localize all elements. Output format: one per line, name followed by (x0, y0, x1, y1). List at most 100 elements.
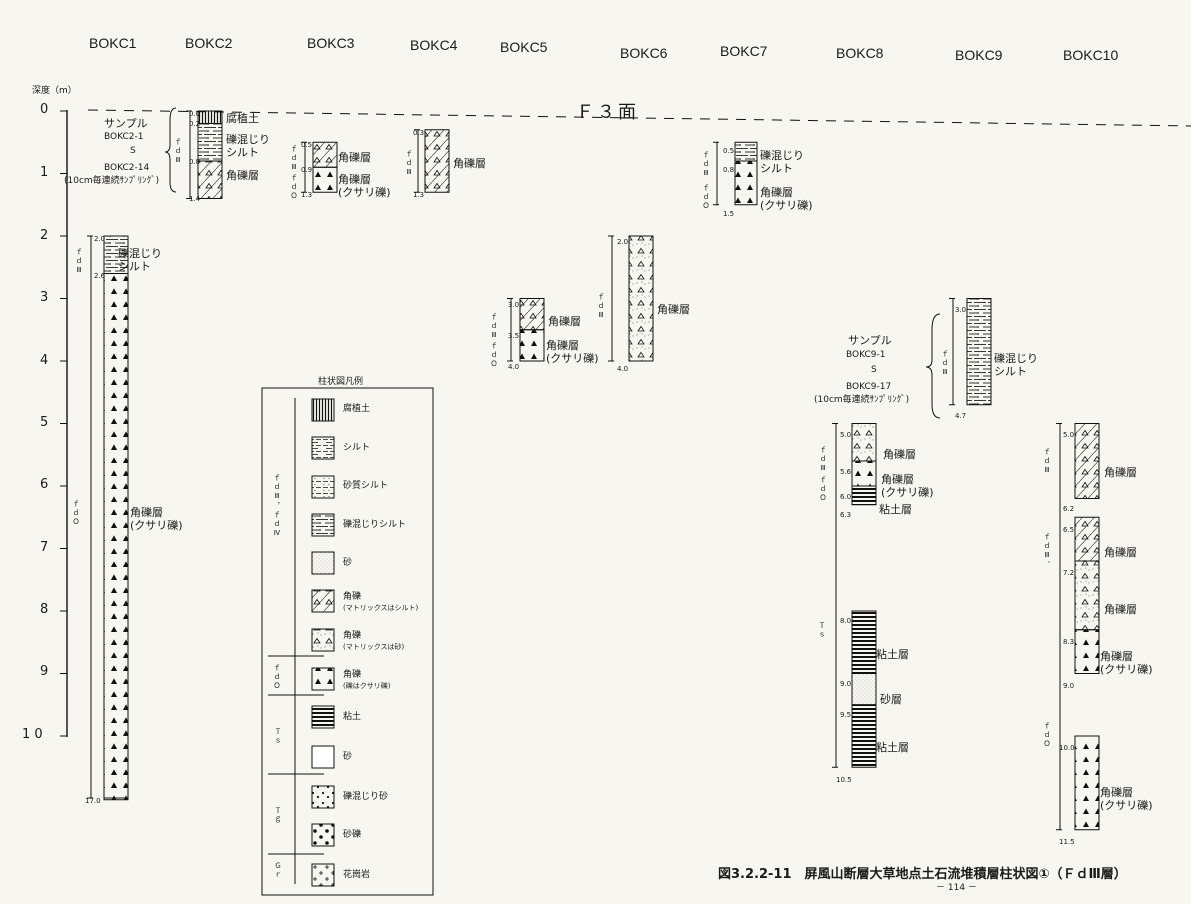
legend-item-label: 砂礫 (343, 830, 362, 840)
legend-item-label: 砂 (343, 558, 353, 568)
axis-tick-2: 2 (40, 228, 49, 243)
unit-label-bokc1-fdo: ｆｄＯ (72, 500, 80, 527)
depth-label: 0.9 (301, 166, 313, 174)
layer-bokc8 (851, 485, 877, 506)
sample-bokc2-tilde: S (130, 146, 136, 156)
legend-item-note: (マトリックスは砂) (343, 643, 405, 651)
depth-label: 0.5 (301, 141, 313, 149)
depth-label: 5.0 (840, 431, 852, 439)
borehole-name-bokc2: BOKC2 (185, 35, 233, 51)
unit-label-bokc7-fdo: ｆｄＯ (702, 184, 710, 211)
depth-label: 8.3 (1063, 638, 1075, 646)
layer-label-bokc9-gsilt: 礫混じり シルト (994, 352, 1038, 378)
axis-tick-5: 5 (40, 415, 49, 430)
depth-label: 7.2 (1063, 569, 1075, 577)
layer-bokc10 (1074, 629, 1100, 674)
borehole-name-bokc5: BOKC5 (500, 39, 548, 55)
depth-label: 4.0 (508, 363, 520, 371)
legend-group-ts: Ｔｓ (274, 728, 282, 746)
legend-swatch (311, 863, 335, 887)
legend-item-label: 礫混じり砂 (343, 792, 389, 802)
layer-bokc7 (734, 160, 758, 206)
legend-group-fd3-fd4: ｆｄⅢ，ｆｄⅣ (273, 474, 281, 539)
axis-tick-9: 9 (40, 664, 49, 679)
layer-label-bokc10-kusari1: 角礫層 (クサリ礫) (1100, 650, 1153, 676)
borehole-name-bokc8: BOKC8 (836, 45, 884, 61)
sample-bokc9-from: BOKC9-1 (846, 350, 886, 360)
legend-item-label: 角礫 (343, 670, 362, 680)
depth-label: 5.0 (1063, 431, 1075, 439)
layer-label-bokc7-kusari: 角礫層 (クサリ礫) (760, 186, 813, 212)
depth-label: 1.4 (189, 195, 201, 203)
layer-label-bokc3-brec: 角礫層 (338, 151, 371, 164)
layer-label-bokc5-brec: 角礫層 (548, 315, 581, 328)
axis-tick-10: 1 0 (22, 727, 43, 742)
depth-label: 2.6 (94, 272, 106, 280)
layer-label-bokc10-kusari2: 角礫層 (クサリ礫) (1100, 786, 1153, 812)
legend-swatch (311, 705, 335, 729)
legend-item-label: 角礫 (343, 631, 362, 641)
legend-group-tg: Ｔｇ (274, 807, 282, 825)
borehole-name-bokc9: BOKC9 (955, 47, 1003, 63)
layer-bokc8 (851, 704, 877, 768)
sample-bokc9-to: BOKC9-17 (846, 382, 892, 392)
layer-label-bokc3-kusari: 角礫層 (クサリ礫) (338, 173, 391, 199)
depth-label: 0.3 (413, 129, 425, 137)
depth-label: 6.5 (1063, 526, 1075, 534)
axis-tick-7: 7 (40, 540, 49, 555)
depth-label: 3.5 (508, 332, 520, 340)
borehole-name-bokc7: BOKC7 (720, 43, 768, 59)
layer-bokc1 (103, 235, 129, 274)
legend-item-label: シルト (343, 443, 371, 453)
sample-bokc2-from: BOKC2-1 (104, 132, 144, 142)
legend-swatch (311, 589, 335, 613)
depth-label: 0.5 (723, 147, 735, 155)
layer-bokc2 (197, 123, 223, 162)
legend-title: 柱状図凡例 (318, 377, 364, 387)
sample-bokc2-note: (10cm毎連続ｻﾝﾌﾟﾘﾝｸﾞ) (64, 176, 160, 186)
depth-label: 9.5 (840, 711, 852, 719)
layer-label-bokc8-clay3: 粘土層 (876, 741, 909, 754)
layer-bokc7 (734, 141, 758, 162)
unit-label-bokc3-fd3: ｆｄⅢ (290, 145, 298, 173)
layer-label-bokc10-brec2: 角礫層 (1104, 546, 1137, 559)
sample-bokc2-to: BOKC2-14 (104, 163, 150, 173)
depth-label: 8.0 (840, 617, 852, 625)
axis-tick-3: 3 (40, 290, 49, 305)
legend-group-fdo: ｆｄＯ (273, 664, 281, 691)
depth-label: 11.5 (1059, 838, 1075, 846)
axis-tick-1: 1 (40, 165, 49, 180)
legend-item-label: 粘土 (343, 712, 362, 722)
layer-label-bokc8-clay2: 粘土層 (876, 648, 909, 661)
axis-tick-4: 4 (40, 353, 49, 368)
layer-bokc8 (851, 673, 877, 706)
depth-label: 9.0 (1063, 682, 1075, 690)
unit-label-bokc8-ts: Ｔｓ (818, 622, 826, 640)
unit-label-bokc8-fd3: ｆｄⅢ (819, 446, 827, 474)
depth-label: 6.2 (1063, 505, 1075, 513)
sample-bokc2-title: サンプル (104, 117, 148, 130)
depth-label: 3.0 (508, 301, 520, 309)
layer-label-bokc2-brec: 角礫層 (226, 169, 259, 182)
legend-swatch (311, 667, 335, 691)
depth-label: 10.5 (836, 776, 852, 784)
borehole-name-bokc6: BOKC6 (620, 45, 668, 61)
legend-item-label: 砂 (343, 752, 353, 762)
layer-label-bokc8-sand: 砂層 (880, 693, 902, 706)
legend-item-note: (マトリックスはシルト) (343, 604, 419, 612)
unit-label-bokc10-fdo: ｆｄＯ (1043, 722, 1051, 749)
sample-bokc9-title: サンプル (848, 334, 892, 347)
unit-label-bokc9-fd3: ｆｄⅢ (941, 350, 949, 378)
axis-tick-0: 0 (40, 102, 49, 117)
depth-label: 17.0 (85, 797, 101, 805)
layer-label-bokc4-brec: 角礫層 (453, 157, 486, 170)
unit-label-bokc10-fd3: ｆｄⅢ (1043, 448, 1051, 476)
layer-bokc8 (851, 423, 877, 462)
layer-label-bokc2-humus: 腐植土 (226, 112, 259, 125)
legend-swatch (311, 745, 335, 769)
unit-label-bokc4-fd3: ｆｄⅢ (405, 150, 413, 178)
borehole-name-bokc10: BOKC10 (1063, 47, 1119, 63)
layer-bokc3 (312, 141, 338, 168)
borehole-name-bokc3: BOKC3 (307, 35, 355, 51)
